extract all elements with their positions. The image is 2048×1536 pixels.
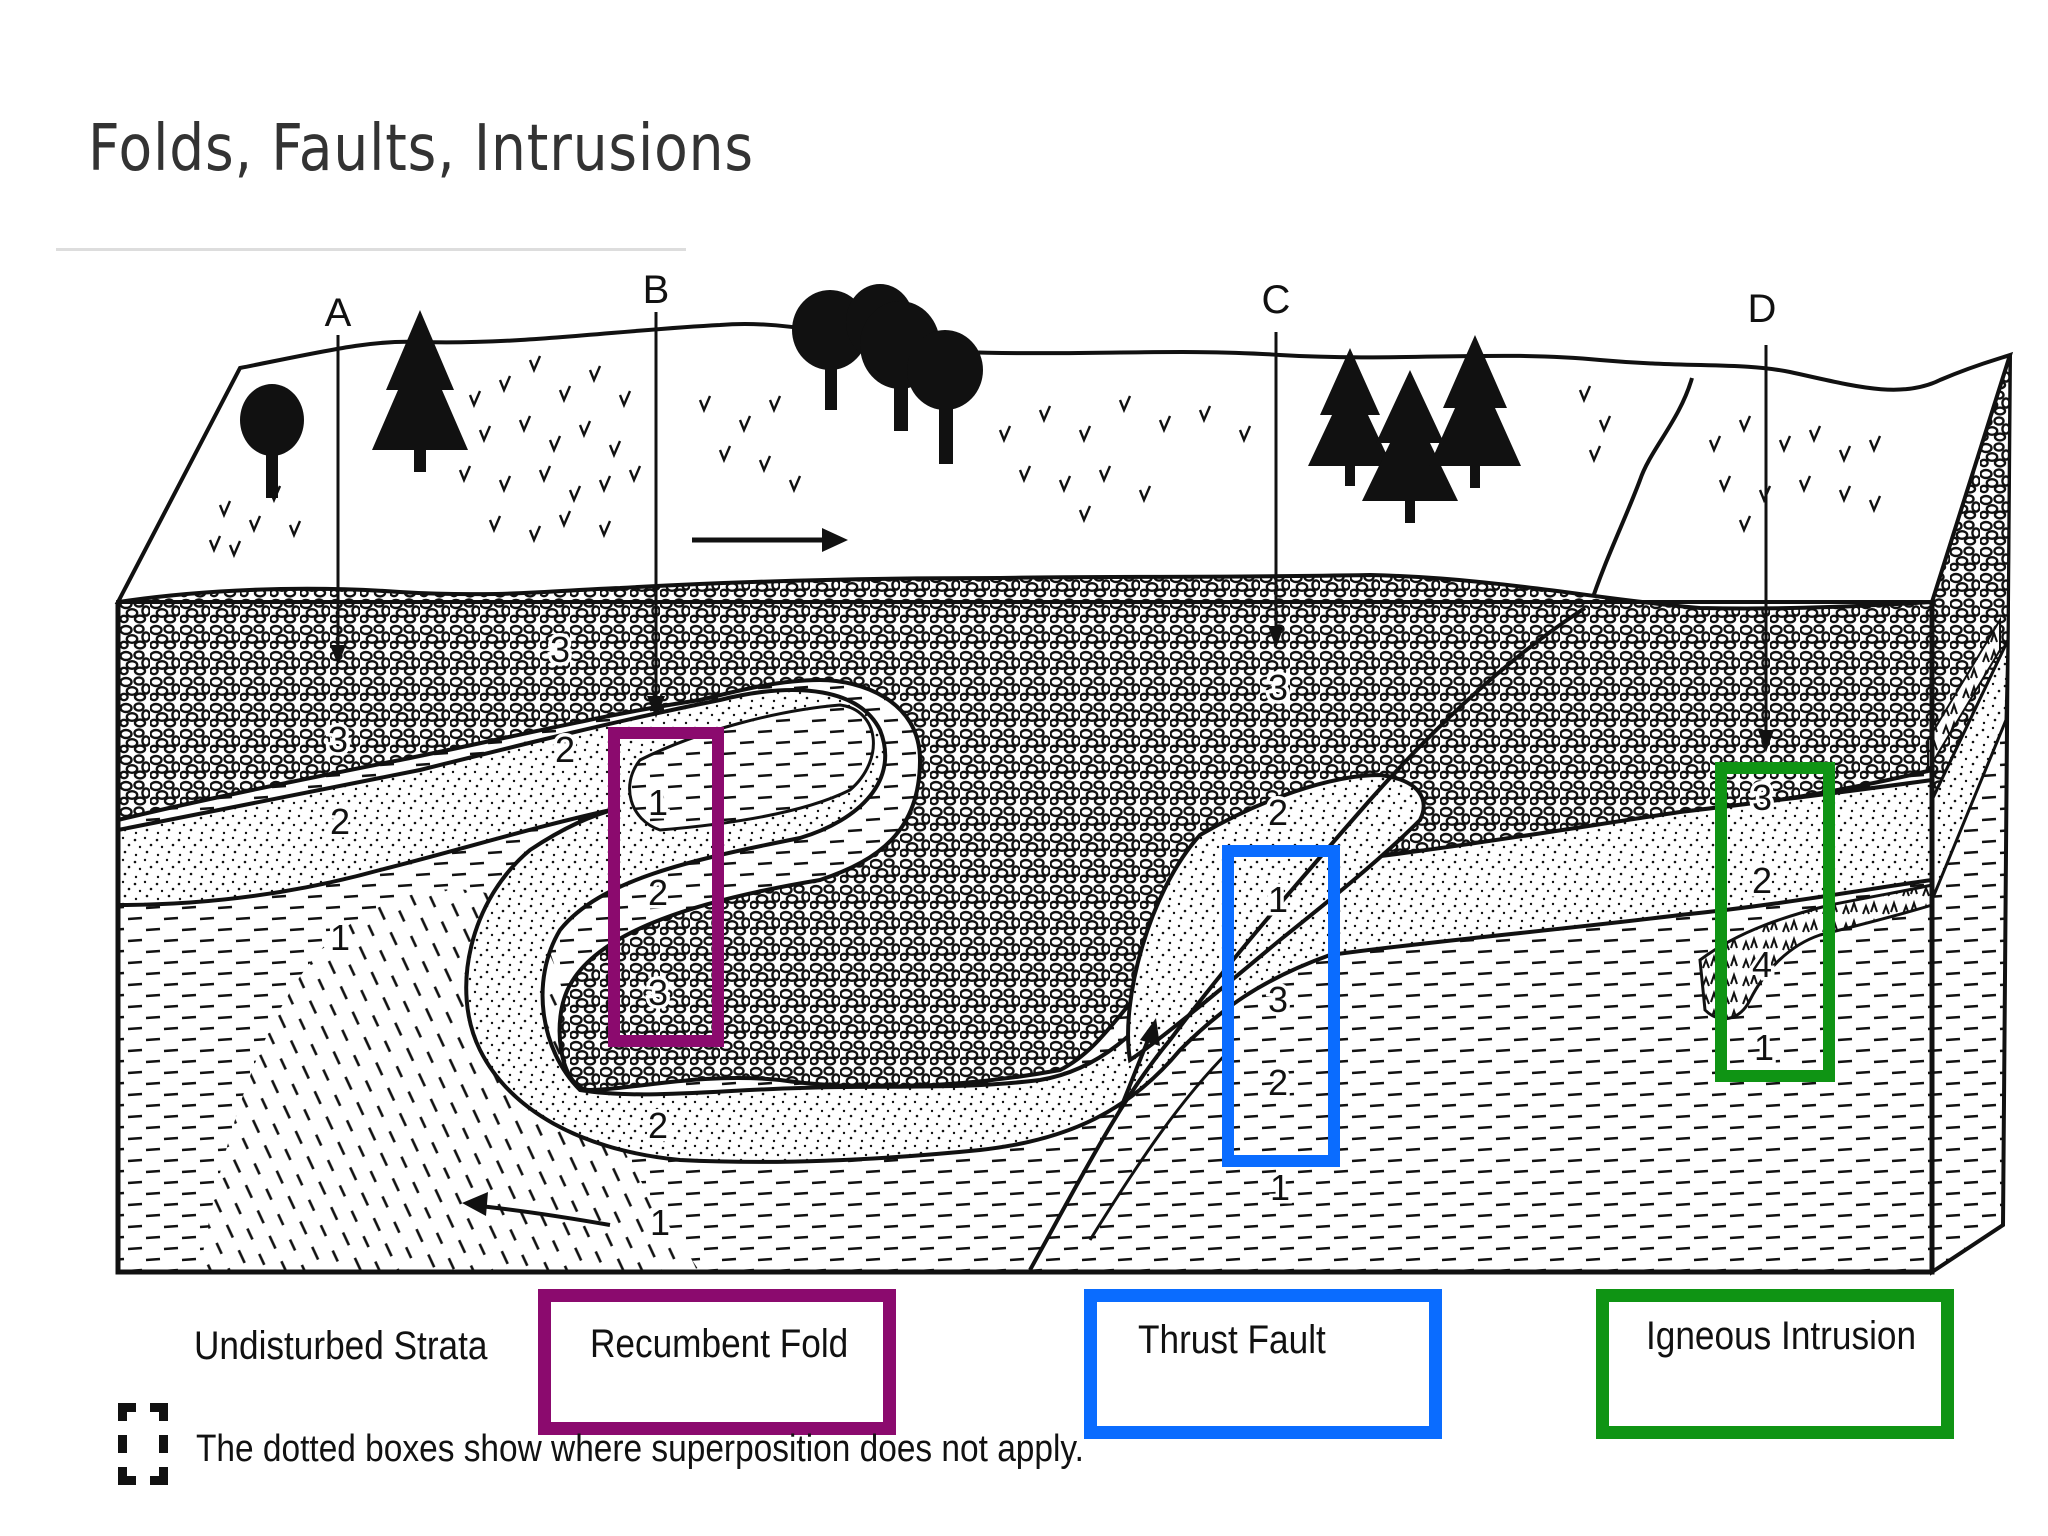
well-line-b: B: [643, 268, 670, 718]
well-line-a: A: [325, 291, 352, 665]
conifer-tree-icon: [1308, 348, 1392, 486]
fold-core: [628, 703, 875, 832]
conifer-tree-icon: [1429, 335, 1521, 488]
conifer-tree-icon: [1362, 370, 1458, 523]
ground-surface: [114, 321, 2014, 604]
deciduous-tree-icon: [907, 330, 983, 464]
deciduous-tree-icon: [240, 384, 304, 498]
dotted-box-icon: [118, 1403, 168, 1485]
column-label-c: C: [1262, 278, 1291, 322]
layer-number: 1: [648, 782, 668, 823]
igneous-intrusion-highlight: [1715, 762, 1835, 1082]
column-label-d: D: [1748, 287, 1777, 331]
thrust-fault-line: [1028, 606, 1587, 1271]
front-face-outline: [115, 602, 1935, 1275]
layer-number: 2: [648, 872, 668, 913]
layer-number: 3: [648, 972, 668, 1013]
thrust-fault-highlight: [1222, 845, 1340, 1167]
legend-igneous-intrusion: Igneous Intrusion: [1646, 1314, 1917, 1358]
legend-recumbent-fold-box: [538, 1289, 896, 1435]
legend-thrust-fault: Thrust Fault: [1138, 1318, 1326, 1362]
legend-thrust-fault-box: [1084, 1289, 1442, 1439]
layer-number: 2: [1752, 860, 1772, 901]
conifer-tree-icon: [372, 310, 468, 472]
layer-number: 2: [1268, 1062, 1288, 1103]
layer-number: 1: [1268, 879, 1288, 920]
layer-number: 1: [650, 1202, 670, 1243]
layer-number: 2: [1268, 792, 1288, 833]
column-label-b: B: [643, 268, 670, 312]
layer-number: 3: [550, 629, 570, 670]
steep-shale-zone: [200, 889, 700, 1272]
layer-number: 1: [330, 917, 350, 958]
well-line-d: D: [1748, 287, 1777, 752]
recumbent-fold-highlight: [608, 727, 724, 1047]
layer-number: 3: [328, 719, 348, 760]
layer-number: 4: [1752, 944, 1772, 985]
arrow-icon: [692, 528, 848, 552]
well-line-c: C: [1262, 278, 1291, 648]
layer-number: 3: [1268, 667, 1288, 708]
layer-number: 2: [555, 729, 575, 770]
column-label-a: A: [325, 291, 352, 335]
layer-number: 1: [1754, 1027, 1774, 1068]
legend-undisturbed-strata: Undisturbed Strata: [194, 1324, 488, 1368]
thrust-fault-line-2: [1088, 1048, 1232, 1241]
arrow-icon: [462, 1192, 611, 1227]
layer-number: 3: [1752, 777, 1772, 818]
surface-fault-trace: [1588, 377, 1694, 607]
legend-recumbent-fold: Recumbent Fold: [590, 1322, 849, 1366]
layer-number: 3: [1268, 979, 1288, 1020]
grass-icon: [208, 355, 1882, 559]
legend-igneous-intrusion-box: [1596, 1289, 1954, 1439]
igneous-dike: [1927, 616, 2001, 774]
layer-number: 1: [1270, 1167, 1290, 1208]
layer-2-sandstone: [116, 688, 1934, 1164]
layer-number: 2: [648, 1105, 668, 1146]
igneous-intrusion-body: [1698, 883, 1934, 1021]
layer-number: 2: [330, 801, 350, 842]
arrow-icon: [1118, 1018, 1160, 1111]
thrust-fault-slab: [1126, 772, 1426, 1064]
legend-note: The dotted boxes show where superpositio…: [196, 1428, 1084, 1470]
diagram-title: Folds, Faults, Intrusions: [88, 112, 754, 186]
title-divider: [56, 248, 686, 251]
